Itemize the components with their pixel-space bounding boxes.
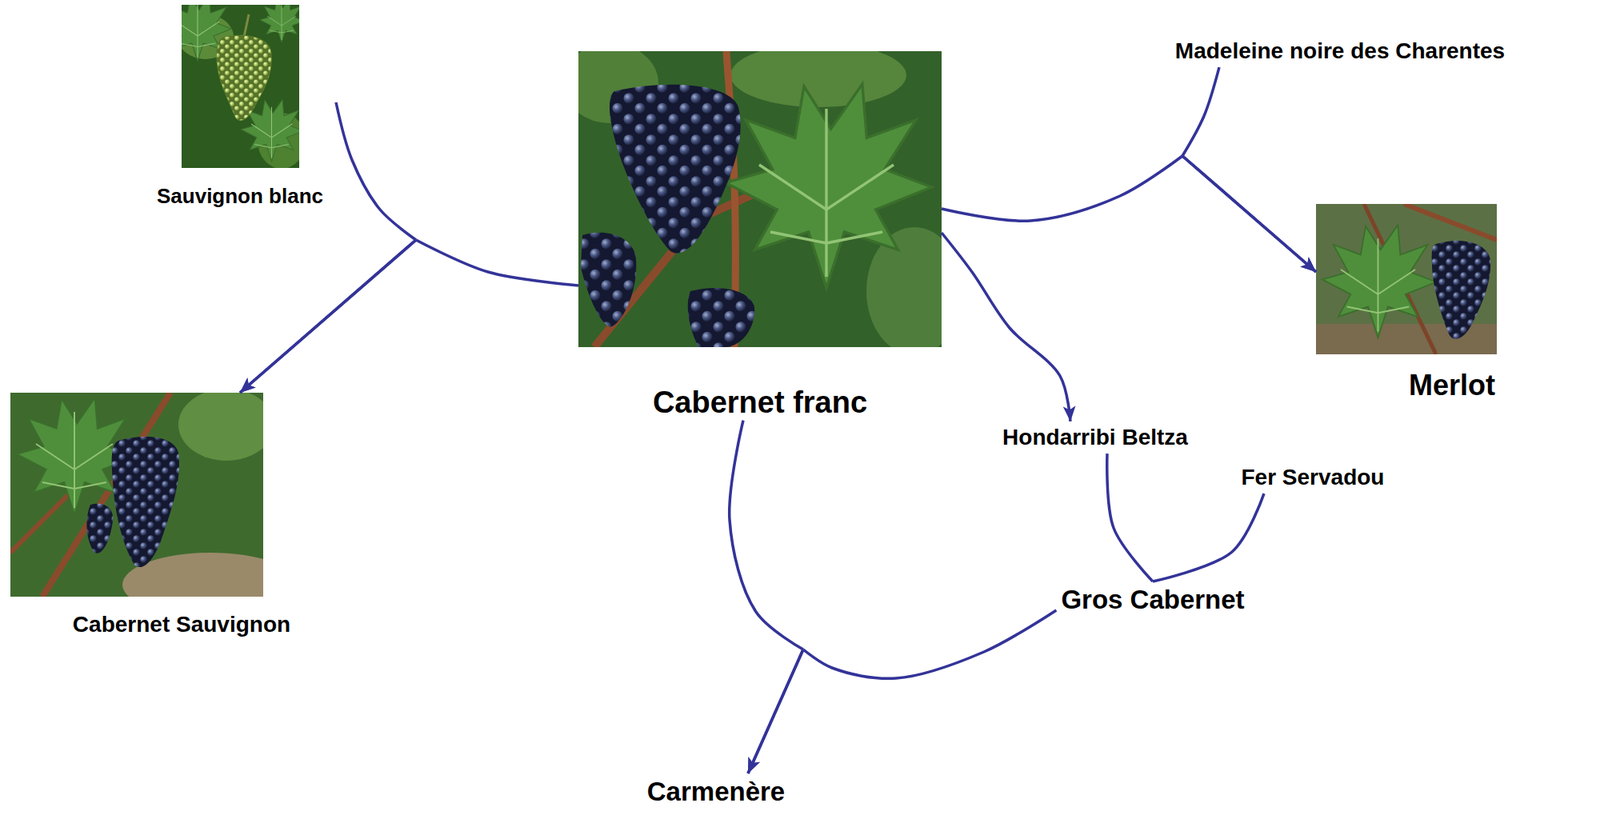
variety-label: Sauvignon blanc [156, 184, 324, 209]
cross-connector [941, 232, 1071, 422]
variety-with-photo: Sauvignon blanc [144, 4, 336, 209]
cross-connector [1107, 453, 1153, 582]
variety-label: Hondarribi Beltza [1002, 424, 1188, 451]
foliage-patch [866, 227, 942, 348]
variety-label: Fer Servadou [1241, 464, 1385, 491]
variety-name: Fer Servadou [1236, 461, 1390, 494]
variety-name: Gros Cabernet [1056, 581, 1249, 619]
grape-photo [1316, 204, 1497, 355]
grape-stem [244, 14, 249, 37]
foliage-ground [1316, 204, 1497, 355]
cross-connector [729, 420, 804, 774]
variety-label: Gros Cabernet [1060, 584, 1244, 616]
grape-cluster [112, 436, 180, 568]
vine-cane [1404, 204, 1497, 240]
cross-connector [1152, 493, 1264, 582]
grape-photo [10, 392, 264, 597]
vine-leaf [1322, 224, 1437, 338]
variety-with-photo: Cabernet Sauvignon [10, 392, 353, 638]
cross-connector [1182, 67, 1316, 272]
grape-cluster [688, 288, 755, 348]
grape-photo [578, 51, 942, 348]
foliage-patch [730, 51, 907, 108]
grape-cluster [216, 35, 272, 121]
variety-label: Merlot [1408, 368, 1496, 402]
variety-label: Carmenère [647, 776, 785, 808]
cross-connector [240, 102, 416, 393]
cross-connector [941, 156, 1316, 272]
vine-leaf [725, 84, 932, 288]
grape-photo [181, 4, 300, 168]
cross-connector [748, 610, 1056, 774]
variety-name: Hondarribi Beltza [997, 421, 1193, 454]
variety-with-photo: Cabernet franc [578, 51, 942, 421]
connector-group [240, 67, 1316, 774]
grape-cluster [86, 504, 113, 554]
variety-label: Cabernet franc [652, 385, 868, 421]
variety-label: Cabernet Sauvignon [72, 612, 291, 638]
variety-name: Carmenère [642, 773, 790, 811]
variety-label: Madeleine noire des Charentes [1175, 38, 1505, 64]
cross-connector [240, 240, 579, 393]
grape-cluster [1432, 240, 1492, 340]
grape-cluster [580, 232, 636, 328]
vine-leaf [260, 4, 300, 43]
variety-with-photo: Merlot [1316, 204, 1588, 402]
variety-name: Madeleine noire des Charentes [1170, 35, 1510, 68]
grape-cluster [609, 84, 741, 254]
soil-ground [1316, 324, 1497, 355]
foliage-patch [178, 392, 264, 461]
